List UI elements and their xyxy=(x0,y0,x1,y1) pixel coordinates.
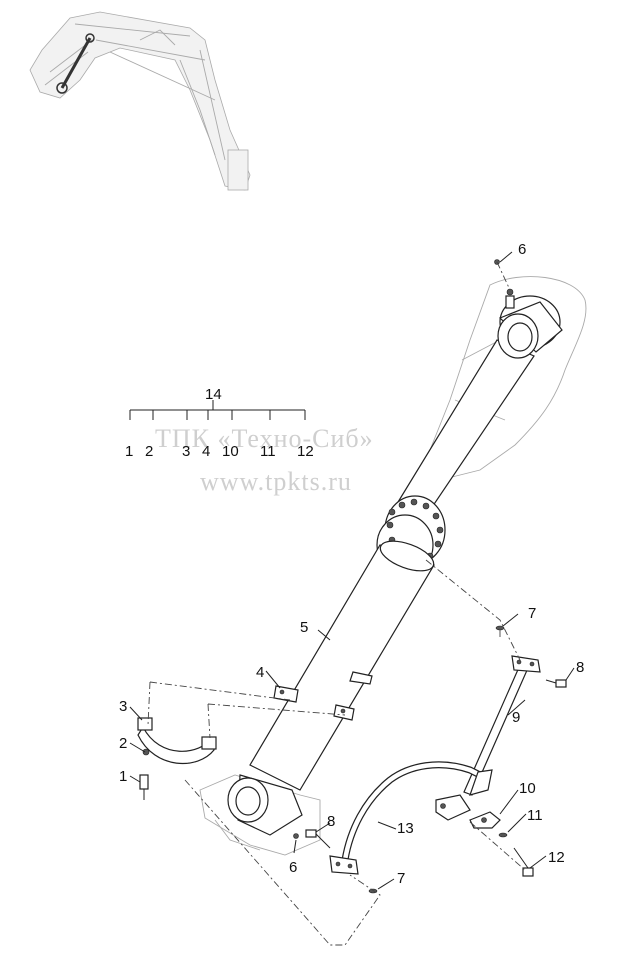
bolt-8-lower xyxy=(305,829,331,849)
callout-6-bottom: 6 xyxy=(289,859,297,876)
grease-nipple-bottom xyxy=(293,833,299,839)
assembly-lines xyxy=(147,261,526,946)
callout-9: 9 xyxy=(512,709,520,726)
callout-12: 12 xyxy=(548,849,565,866)
callout-14-child-4: 4 xyxy=(202,443,210,460)
callout-13: 13 xyxy=(397,820,414,837)
callout-8-lower: 8 xyxy=(327,813,335,830)
callout-4: 4 xyxy=(256,664,264,681)
washer-11 xyxy=(498,832,508,838)
callout-5: 5 xyxy=(300,619,308,636)
watermark-url: www.tpkts.ru xyxy=(200,467,352,496)
callout-14-child-11: 11 xyxy=(260,443,276,460)
callout-1: 1 xyxy=(119,768,127,785)
boom-thumbnail xyxy=(29,11,251,191)
bolt-12 xyxy=(513,847,534,877)
callout-14-child-3: 3 xyxy=(182,443,190,460)
callout-labels: 14 1 2 3 4 10 11 12 6 5 4 3 2 1 7 8 9 10… xyxy=(119,241,584,887)
callout-14-child-10: 10 xyxy=(222,443,239,460)
callout-14-child-1: 1 xyxy=(125,443,133,460)
callout-6-top: 6 xyxy=(518,241,526,258)
hydraulic-cylinder xyxy=(227,295,563,836)
callout-7-upper: 7 xyxy=(528,605,536,622)
hydraulic-pipe-13 xyxy=(329,761,493,875)
split-flange xyxy=(469,811,501,829)
watermark-company: ТПК «Техно-Сиб» xyxy=(155,424,374,453)
o-ring-7-upper xyxy=(495,625,505,631)
leader-lines xyxy=(129,251,575,890)
bolt-8-right xyxy=(545,679,567,688)
callout-14-child-2: 2 xyxy=(145,443,153,460)
callout-2: 2 xyxy=(119,735,127,752)
pipe-clamp xyxy=(137,717,217,800)
callout-10: 10 xyxy=(519,780,536,797)
callout-11: 11 xyxy=(527,807,543,824)
callout-14-child-12: 12 xyxy=(297,443,314,460)
callout-8-right: 8 xyxy=(576,659,584,676)
flange-bolts xyxy=(386,498,444,560)
grease-nipple-top xyxy=(505,288,515,309)
callout-3: 3 xyxy=(119,698,127,715)
callout-7-lower: 7 xyxy=(397,870,405,887)
kit-tree xyxy=(129,400,306,420)
callout-14: 14 xyxy=(205,386,222,403)
watermark: ТПК «Техно-Сиб» www.tpkts.ru xyxy=(155,424,374,496)
